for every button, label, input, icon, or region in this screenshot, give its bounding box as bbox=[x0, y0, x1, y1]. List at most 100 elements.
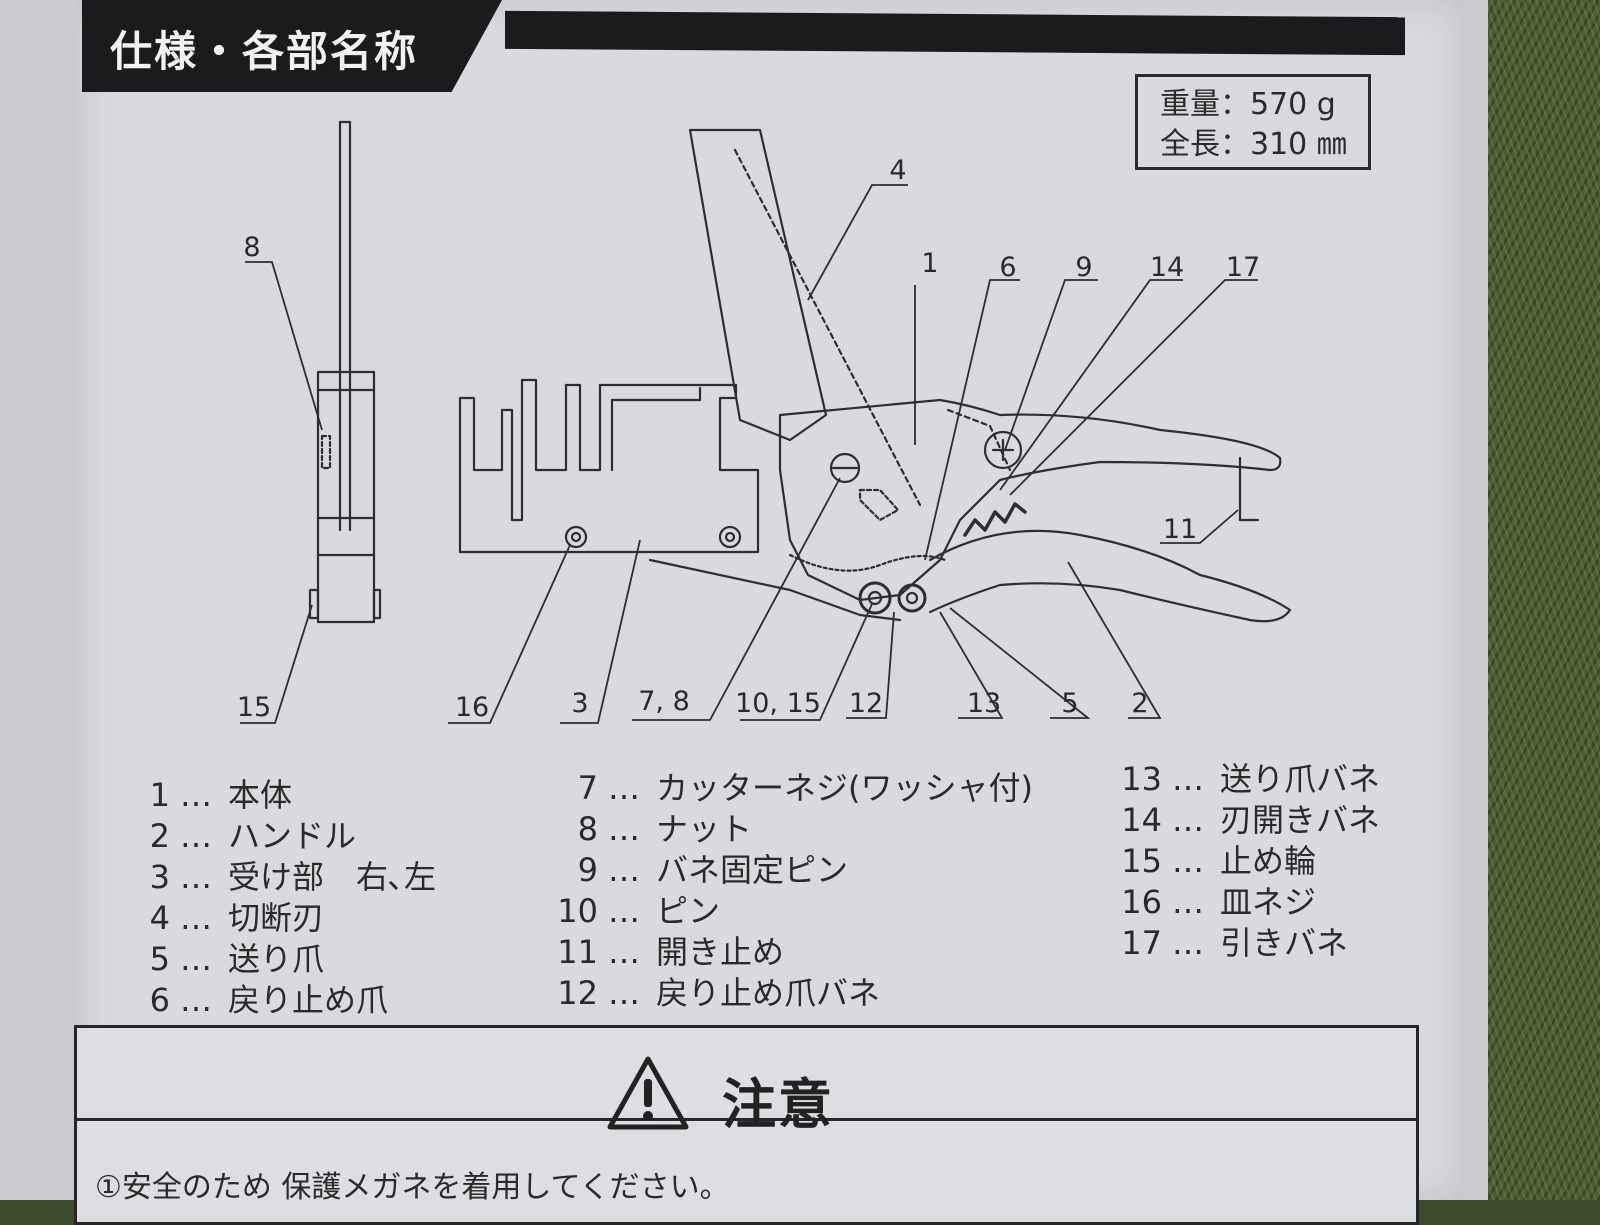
callout-13: 13 bbox=[966, 688, 1002, 719]
part-row: 11 … 開き止め bbox=[540, 932, 1033, 973]
warning-triangle-icon bbox=[607, 1056, 689, 1130]
part-number: 12 bbox=[557, 974, 598, 1012]
part-number: 9 bbox=[577, 851, 598, 889]
part-dots: … bbox=[1172, 842, 1204, 880]
part-number: 10 bbox=[557, 892, 598, 930]
spec-length: 全長：310 ㎜ bbox=[1160, 125, 1368, 165]
cutting-blade bbox=[688, 128, 922, 507]
callout-15-side: 15 bbox=[236, 692, 272, 723]
callout-14: 14 bbox=[1149, 252, 1185, 283]
part-row: 12 … 戻り止め爪バネ bbox=[540, 973, 1033, 1014]
side-view bbox=[308, 120, 382, 624]
part-number: 4 bbox=[149, 899, 170, 937]
part-name: 切断刃 bbox=[228, 899, 325, 937]
parts-list-col1: 1…本体 2…ハンドル 3…受け部 右､左 4…切断刃 5…送り爪 6…戻り止め… bbox=[142, 775, 436, 1021]
callout-3: 3 bbox=[571, 688, 589, 719]
section-title: 仕様・各部名称 bbox=[110, 27, 419, 76]
spec-length-value: 310 ㎜ bbox=[1250, 127, 1347, 162]
part-dots: … bbox=[1172, 883, 1204, 921]
part-name: ハンドル bbox=[228, 817, 357, 855]
spring-assembly bbox=[858, 430, 1027, 615]
part-dots: … bbox=[180, 981, 212, 1019]
part-number: 2 bbox=[149, 817, 170, 855]
part-name: ナット bbox=[656, 810, 753, 848]
part-name: 戻り止め爪 bbox=[228, 981, 389, 1019]
part-dots: … bbox=[608, 933, 640, 971]
spec-box: 重量：570 g 全長：310 ㎜ bbox=[1135, 74, 1371, 170]
callout-7-8: 7, 8 bbox=[638, 686, 690, 717]
part-number: 1 bbox=[149, 776, 170, 814]
part-name: 刃開きバネ bbox=[1220, 801, 1381, 839]
part-name: 皿ネジ bbox=[1220, 883, 1317, 921]
caution-title: 注意 bbox=[722, 1073, 834, 1136]
part-number: 3 bbox=[149, 858, 170, 896]
part-number: 16 bbox=[1121, 883, 1162, 921]
part-row: 10…ピン bbox=[540, 891, 1033, 932]
part-number: 6 bbox=[149, 981, 170, 1019]
part-dots: … bbox=[608, 892, 640, 930]
part-dots: … bbox=[180, 858, 212, 896]
part-row: 3 … 受け部 右､左 bbox=[142, 857, 436, 898]
part-row: 2…ハンドル bbox=[142, 816, 436, 857]
callout-16: 16 bbox=[454, 692, 490, 723]
part-name: バネ固定ピン bbox=[656, 851, 849, 889]
callout-17: 17 bbox=[1225, 252, 1261, 283]
callout-12: 12 bbox=[848, 688, 884, 719]
tool-handle bbox=[648, 456, 1292, 623]
leader-lines bbox=[240, 184, 1258, 724]
header-tab bbox=[82, 0, 502, 92]
part-name: 受け部 右､左 bbox=[228, 858, 437, 896]
part-name: 止め輪 bbox=[1220, 842, 1317, 880]
callout-11: 11 bbox=[1162, 514, 1198, 545]
grass-background bbox=[1480, 0, 1600, 1200]
part-name: 開き止め bbox=[656, 933, 785, 971]
part-dots: … bbox=[180, 776, 212, 814]
callout-10-15: 10, 15 bbox=[735, 688, 821, 719]
tool-diagram bbox=[240, 120, 1292, 724]
anvil bbox=[458, 378, 760, 554]
part-row: 8 … ナット bbox=[540, 809, 1033, 850]
part-dots: … bbox=[1172, 760, 1204, 798]
part-name: 本体 bbox=[228, 776, 293, 814]
part-name: 戻り止め爪バネ bbox=[656, 974, 881, 1012]
parts-list-col2: 7…カッターネジ(ワッシャ付) 8…ナット 9…バネ固定ピン 10…ピン 11…… bbox=[540, 768, 1033, 1014]
part-row: 13 … 送り爪バネ bbox=[1112, 759, 1380, 800]
part-number: 7 bbox=[577, 769, 598, 807]
part-number: 11 bbox=[557, 933, 598, 971]
part-dots: … bbox=[1172, 924, 1204, 962]
part-row: 9 … バネ固定ピン bbox=[540, 850, 1033, 891]
part-row: 5…送り爪 bbox=[142, 939, 436, 980]
part-dots: … bbox=[180, 940, 212, 978]
part-name: 送り爪バネ bbox=[1220, 760, 1381, 798]
parts-list-col3: 13 … 送り爪バネ 14 … 刃開きバネ 15 … 止め輪 16 … 皿ネジ 17 … 引きバネ bbox=[1112, 759, 1380, 964]
part-row: 15 … 止め輪 bbox=[1112, 841, 1380, 882]
spec-length-label: 全長 bbox=[1160, 127, 1220, 162]
part-dots: … bbox=[608, 851, 640, 889]
part-dots: … bbox=[608, 810, 640, 848]
part-dots: … bbox=[1172, 801, 1204, 839]
caution-line-1: ①安全のため 保護メガネを着用してください。 bbox=[95, 1170, 730, 1205]
part-number: 13 bbox=[1121, 760, 1162, 798]
part-number: 8 bbox=[577, 810, 598, 848]
spec-weight: 重量：570 g bbox=[1160, 85, 1368, 125]
part-name: 引きバネ bbox=[1220, 924, 1349, 962]
caution-box bbox=[74, 1025, 1419, 1225]
part-number: 17 bbox=[1121, 924, 1162, 962]
part-number: 15 bbox=[1121, 842, 1162, 880]
callout-5: 5 bbox=[1061, 688, 1079, 719]
part-row: 17 … 引きバネ bbox=[1112, 923, 1380, 964]
part-number: 14 bbox=[1121, 801, 1162, 839]
callout-2: 2 bbox=[1131, 688, 1149, 719]
part-row: 7…カッターネジ(ワッシャ付) bbox=[540, 768, 1033, 809]
callout-1: 1 bbox=[921, 248, 939, 279]
part-row: 14 … 刃開きバネ bbox=[1112, 800, 1380, 841]
caution-divider bbox=[74, 1118, 1419, 1121]
part-dots: … bbox=[608, 974, 640, 1012]
spec-length-sep: ： bbox=[1220, 127, 1250, 162]
part-row: 6 … 戻り止め爪 bbox=[142, 980, 436, 1021]
callout-9: 9 bbox=[1075, 252, 1093, 283]
part-row: 16 … 皿ネジ bbox=[1112, 882, 1380, 923]
part-name: 送り爪 bbox=[228, 940, 325, 978]
instruction-sheet bbox=[78, 0, 1463, 1200]
spec-weight-sep: ： bbox=[1220, 87, 1250, 122]
